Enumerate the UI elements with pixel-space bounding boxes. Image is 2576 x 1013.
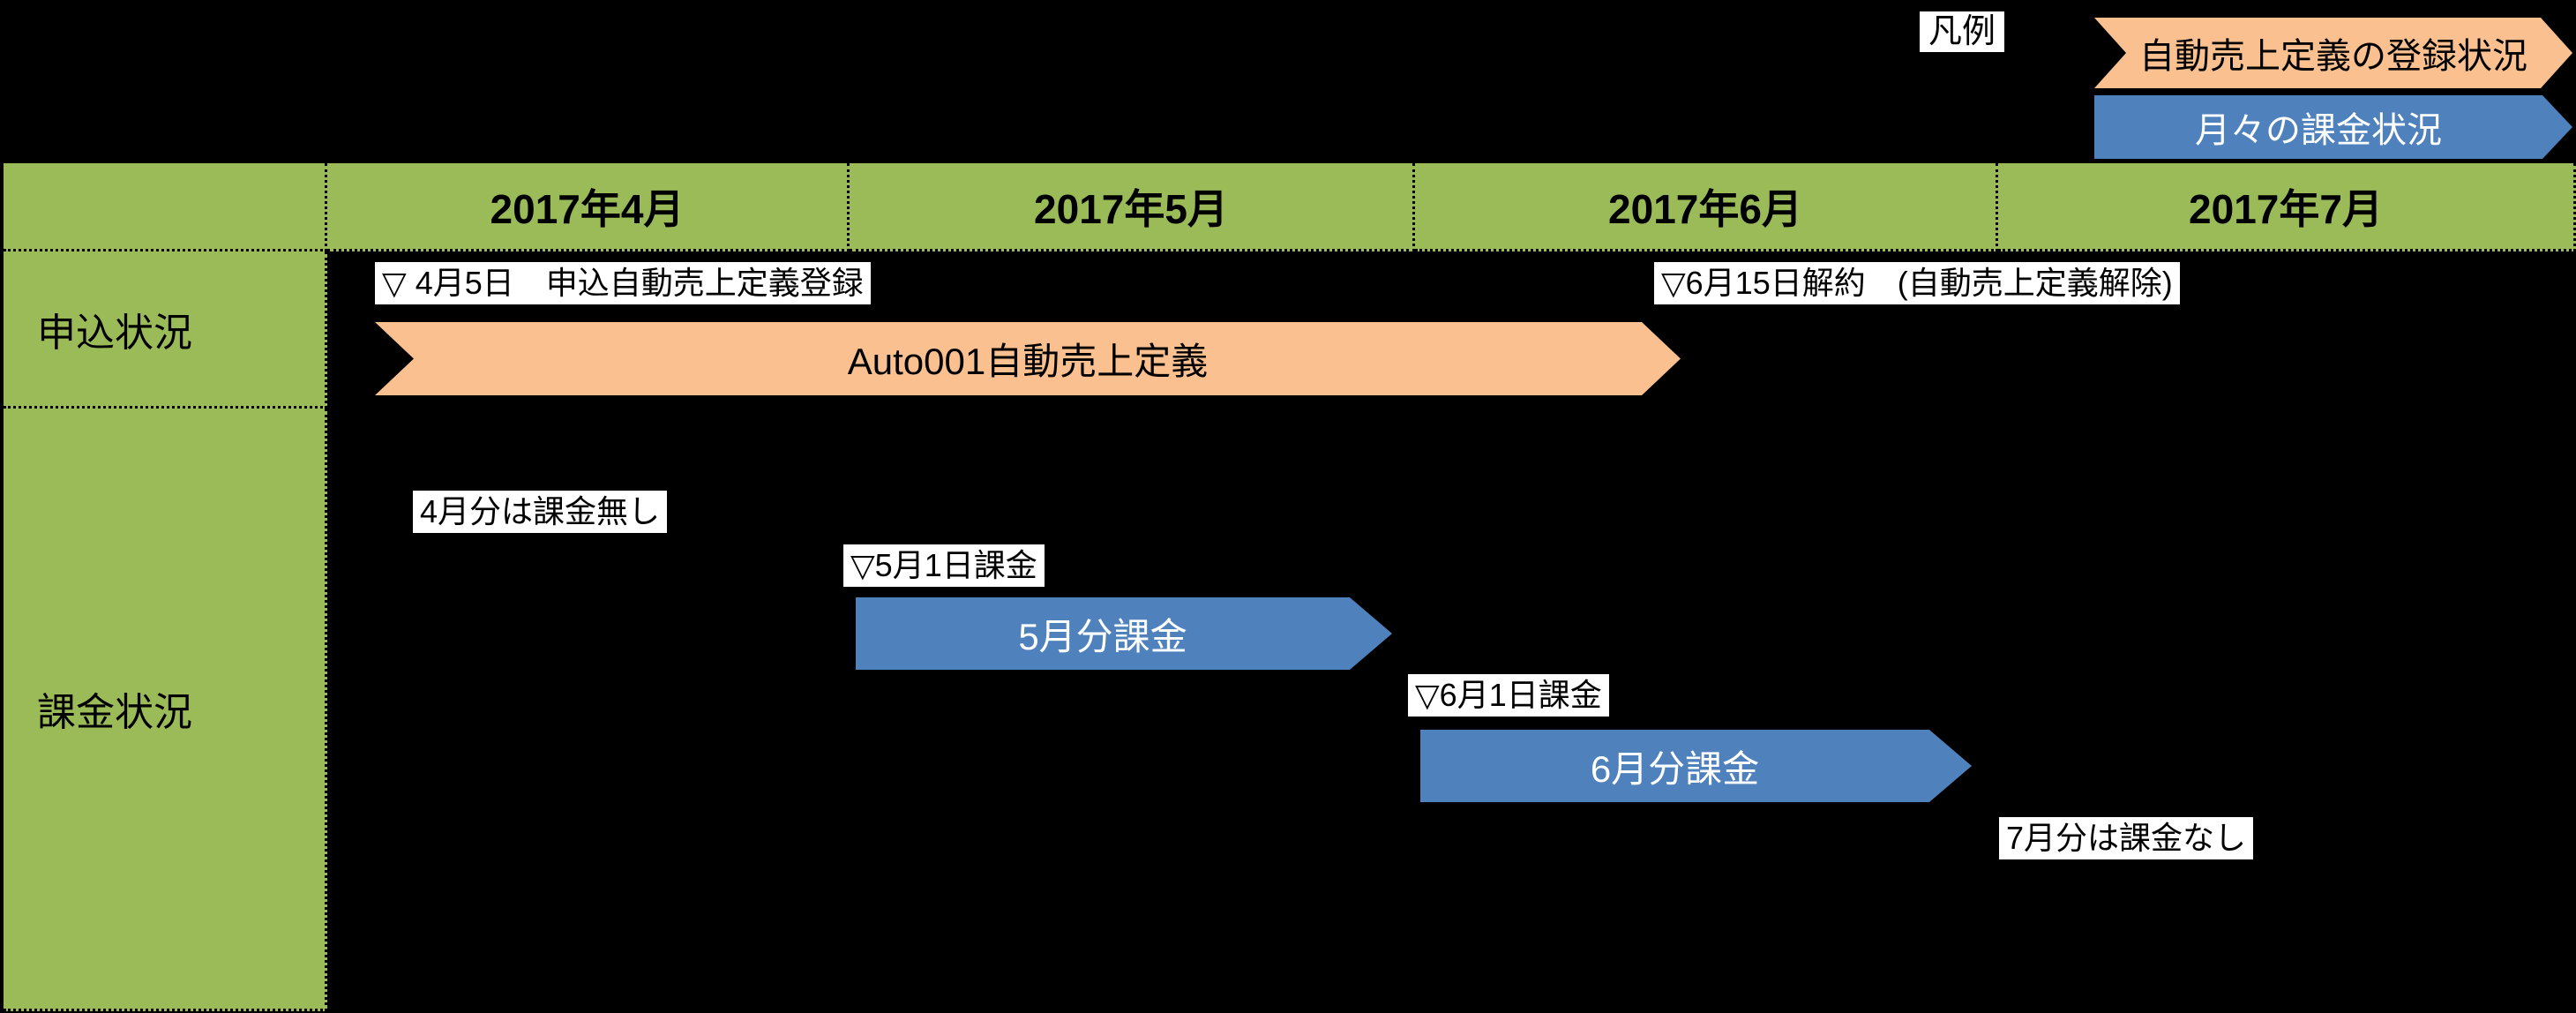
month-header-may: 2017年5月 <box>850 163 1415 251</box>
registration-date-marker: ▽ 4月5日 申込自動売上定義登録 <box>375 262 871 304</box>
may-billing-bar: 5月分課金 <box>856 597 1392 670</box>
legend-item-billing: 月々の課金状況 <box>2094 95 2572 159</box>
cancellation-date-marker: ▽6月15日解約 (自動売上定義解除) <box>1654 262 2180 304</box>
july-no-billing-note: 7月分は課金なし <box>1999 817 2254 859</box>
legend-item-billing-label: 月々の課金状況 <box>2195 111 2442 150</box>
table-corner-cell <box>4 163 327 251</box>
auto-sales-definition-bar: Auto001自動売上定義 <box>375 322 1681 395</box>
month-header-june: 2017年6月 <box>1415 163 1998 251</box>
legend-title: 凡例 <box>1920 11 2005 52</box>
row-label-application: 申込状況 <box>4 251 327 409</box>
application-row-body <box>327 251 2576 409</box>
may-billing-bar-label: 5月分課金 <box>1018 615 1187 657</box>
june-billing-bar-label: 6月分課金 <box>1590 747 1760 790</box>
legend-item-registration: 自動売上定義の登録状況 <box>2094 18 2572 88</box>
billing-row-body <box>327 409 2576 1011</box>
legend-item-registration-label: 自動売上定義の登録状況 <box>2139 37 2527 76</box>
june-billing-date-marker: ▽6月1日課金 <box>1408 674 1609 717</box>
auto-sales-definition-bar-label: Auto001自動売上定義 <box>847 341 1209 382</box>
row-label-billing: 課金状況 <box>4 409 327 1011</box>
month-header-april: 2017年4月 <box>327 163 850 251</box>
month-header-july: 2017年7月 <box>1998 163 2576 251</box>
june-billing-bar: 6月分課金 <box>1420 730 1972 802</box>
may-billing-date-marker: ▽5月1日課金 <box>843 544 1045 587</box>
april-no-billing-note: 4月分は課金無し <box>413 491 668 533</box>
timeline-table: 2017年4月 2017年5月 2017年6月 2017年7月 申込状況 課金状… <box>0 163 2576 1011</box>
